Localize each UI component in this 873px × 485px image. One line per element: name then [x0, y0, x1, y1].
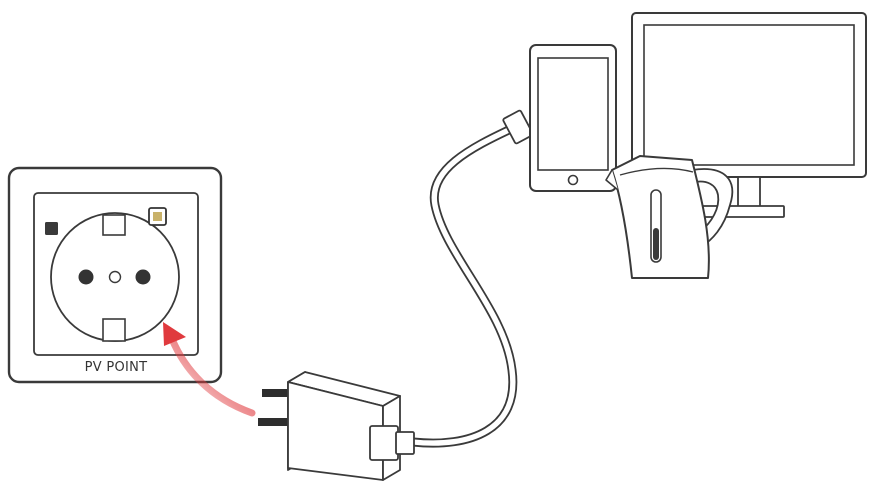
usb-cable [408, 109, 534, 448]
socket-label: PV POINT [85, 360, 148, 375]
socket-pin-hole-left [78, 269, 94, 285]
smartphone-icon [529, 44, 617, 192]
socket-dark-indicator [45, 222, 58, 235]
usb-charger-icon [258, 371, 415, 481]
socket-pin-hole-right [135, 269, 151, 285]
monitor-icon [631, 12, 867, 218]
electric-kettle-icon [605, 155, 734, 279]
plug-in-arrow-icon [163, 322, 256, 417]
wall-socket-icon: PV POINT [7, 166, 223, 384]
